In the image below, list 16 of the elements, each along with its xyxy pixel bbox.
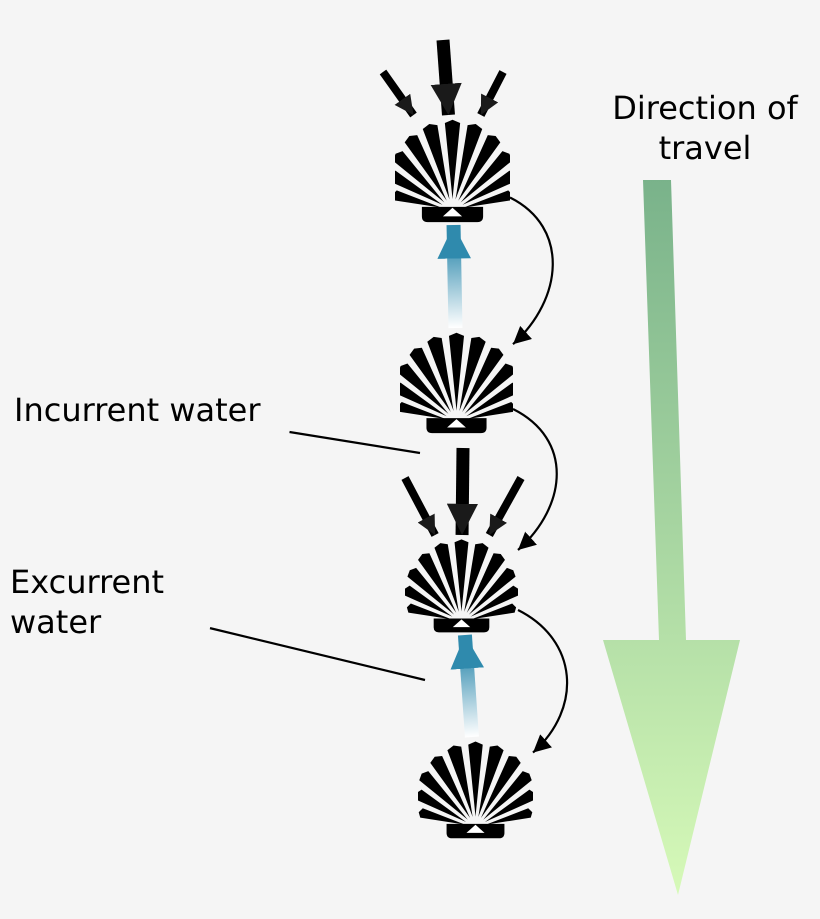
water-flow-arrow [477, 70, 507, 117]
direction-label: Direction of travel [611, 88, 800, 168]
water-label: Incurrent water [14, 390, 304, 430]
arrow [512, 408, 558, 551]
water-flow-arrow [486, 476, 524, 537]
arrow [509, 196, 554, 345]
leader-line [289, 430, 420, 454]
water-flow-arrow [450, 634, 484, 738]
arrow [517, 609, 568, 754]
water-flow-arrow [430, 40, 462, 116]
water-label: Excurrent water [10, 562, 210, 642]
water-flow-arrow [380, 70, 417, 118]
water-flow-arrow [446, 448, 478, 536]
leader-line [210, 627, 426, 682]
water-flow-arrow [437, 224, 471, 328]
water-flow-arrow [401, 476, 439, 537]
